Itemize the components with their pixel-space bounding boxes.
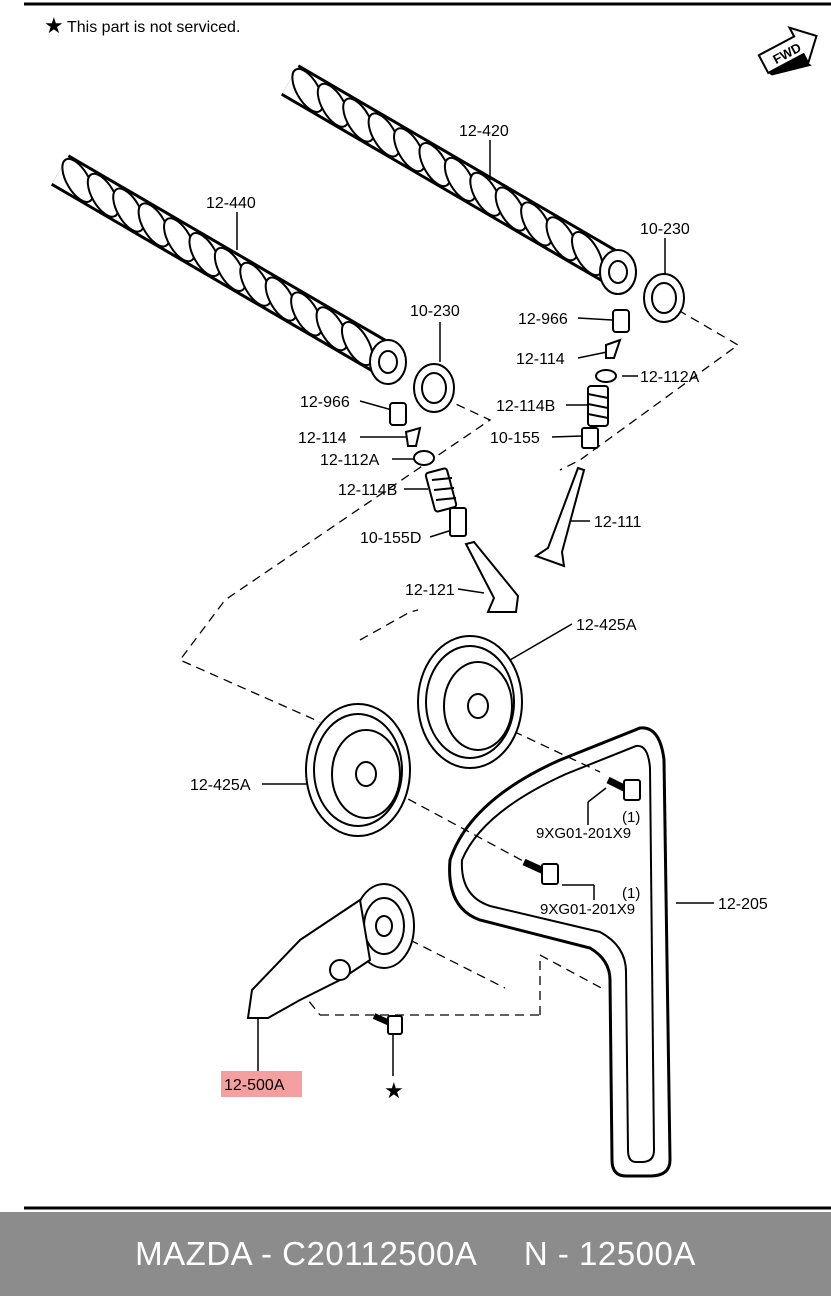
cam-lobe [290, 291, 323, 337]
label-camshaft-upper: 12-420 [459, 123, 509, 140]
pulley-left [305, 703, 411, 837]
camshaft-upper [280, 64, 637, 295]
label-tappet-left: 12-966 [300, 394, 350, 411]
label-bolt-upper-qty: (1) [622, 809, 640, 826]
label-bolt-upper: 9XG01-201X9 [536, 825, 631, 842]
valve-train-left [389, 402, 520, 613]
label-camshaft-lower: 12-440 [206, 195, 256, 212]
cam-lobe [469, 171, 502, 217]
tensioner-label-highlight [221, 1071, 302, 1097]
label-pulley-left: 12-425A [190, 777, 251, 794]
footer-part-number: MAZDA - C20112500A N - 12500A [135, 1235, 696, 1272]
cam-lobe [315, 306, 349, 352]
label-bolt-lower: 9XG01-201X9 [540, 901, 635, 918]
camshaft-lower [50, 154, 407, 385]
bolt-tensioner [372, 1013, 403, 1035]
oil-seal-left [413, 363, 455, 413]
label-tensioner: 12-500A [224, 1077, 285, 1094]
cam-lobe [316, 82, 350, 128]
bolt-upper [606, 776, 641, 801]
cam-lobe [393, 127, 426, 173]
label-seal-right: 10-230 [640, 221, 690, 238]
valve-train-right [533, 309, 630, 568]
fwd-arrow-icon: FWD [757, 25, 818, 76]
cam-lobe [494, 186, 528, 232]
leader-lines [236, 140, 714, 1076]
bolt-lower [522, 858, 559, 885]
label-retainer-left: 12-112A [320, 452, 380, 469]
cam-lobe [545, 216, 579, 262]
label-tappet-right: 12-966 [518, 311, 568, 328]
star-icon: ★ [44, 14, 64, 39]
label-pulley-right: 12-425A [576, 617, 637, 634]
label-keeper-left: 12-114 [298, 430, 347, 447]
cam-lobe [520, 201, 553, 247]
note-text: This part is not serviced. [67, 19, 240, 36]
label-retainer-right: 12-112A [640, 369, 700, 386]
cam-lobe [264, 276, 298, 322]
oil-seal-right [643, 273, 685, 323]
label-bolt-lower-qty: (1) [622, 885, 640, 902]
parts-diagram: ★ This part is not serviced. FWD [24, 2, 831, 1210]
label-keeper-right: 12-114 [516, 351, 565, 368]
footer-bar: MAZDA - C20112500A N - 12500A [0, 1212, 831, 1296]
cam-lobe [112, 187, 145, 233]
cam-lobe [342, 97, 375, 143]
cam-lobe [213, 246, 247, 292]
cam-lobe [443, 156, 477, 202]
label-stemseal-right: 10-155 [490, 430, 540, 447]
label-valve-intake: 12-121 [405, 582, 455, 599]
cam-lobe [61, 157, 95, 203]
cam-lobe [188, 232, 222, 278]
label-spring-left: 12-114B [338, 482, 397, 499]
label-seal-left: 10-230 [410, 303, 460, 320]
cam-lobe [239, 261, 272, 307]
label-timing-belt: 12-205 [718, 896, 768, 913]
cam-lobe [137, 202, 171, 248]
pulley-right [417, 635, 523, 769]
label-stemseal-left: 10-155D [360, 530, 421, 547]
label-valve-exhaust: 12-111 [594, 514, 642, 531]
cam-lobe [367, 112, 401, 158]
cam-lobe [163, 217, 196, 263]
tensioner-assembly [246, 883, 415, 1019]
star-icon-tensioner: ★ [384, 1079, 404, 1104]
cam-lobe [86, 172, 120, 218]
cam-lobe [291, 67, 325, 113]
label-spring-right: 12-114B [496, 398, 555, 415]
timing-belt [448, 726, 672, 1178]
cam-lobe [418, 142, 452, 188]
